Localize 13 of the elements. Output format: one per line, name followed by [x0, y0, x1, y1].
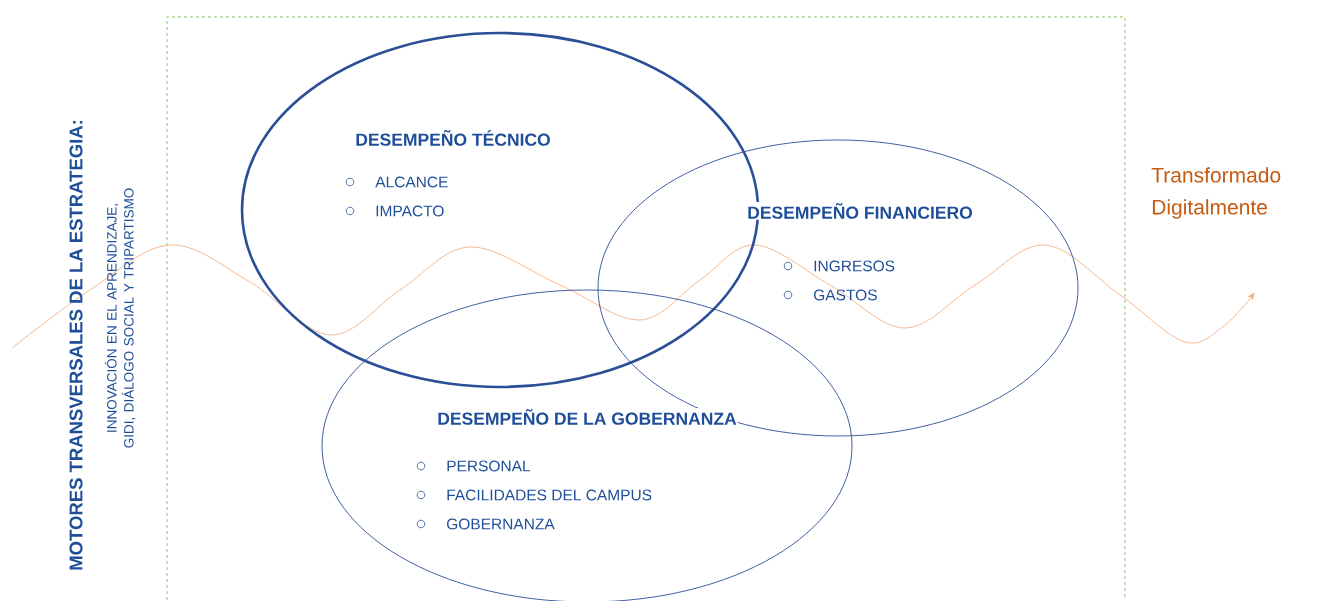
bullet-item: GASTOS	[783, 289, 877, 301]
outcome-text: Transformado Digitalmente	[1151, 167, 1281, 219]
bullet-item: ALCANCE	[345, 176, 448, 188]
bullet-item: PERSONAL	[416, 460, 531, 472]
side-title: MOTORES TRANSVERSALES DE LA ESTRATEGIA:	[69, 121, 83, 570]
side-subtitle: INNOVACIÓN EN EL APRENDIZAJE, GIDI, DIÁLOGO SOCIAL Y TRIPARTISMO	[104, 188, 136, 448]
bullet-item: GOBERNANZA	[416, 518, 555, 530]
heading: DESEMPEÑO FINANCIERO	[746, 202, 974, 220]
heading: DESEMPEÑO TÉCNICO	[354, 129, 552, 147]
heading: DESEMPEÑO DE LA GOBERNANZA	[436, 408, 738, 426]
bullet-item: IMPACTO	[345, 205, 444, 217]
bullet-item: INGRESOS	[783, 260, 895, 272]
bullet-item: FACILIDADES DEL CAMPUS	[416, 489, 652, 501]
